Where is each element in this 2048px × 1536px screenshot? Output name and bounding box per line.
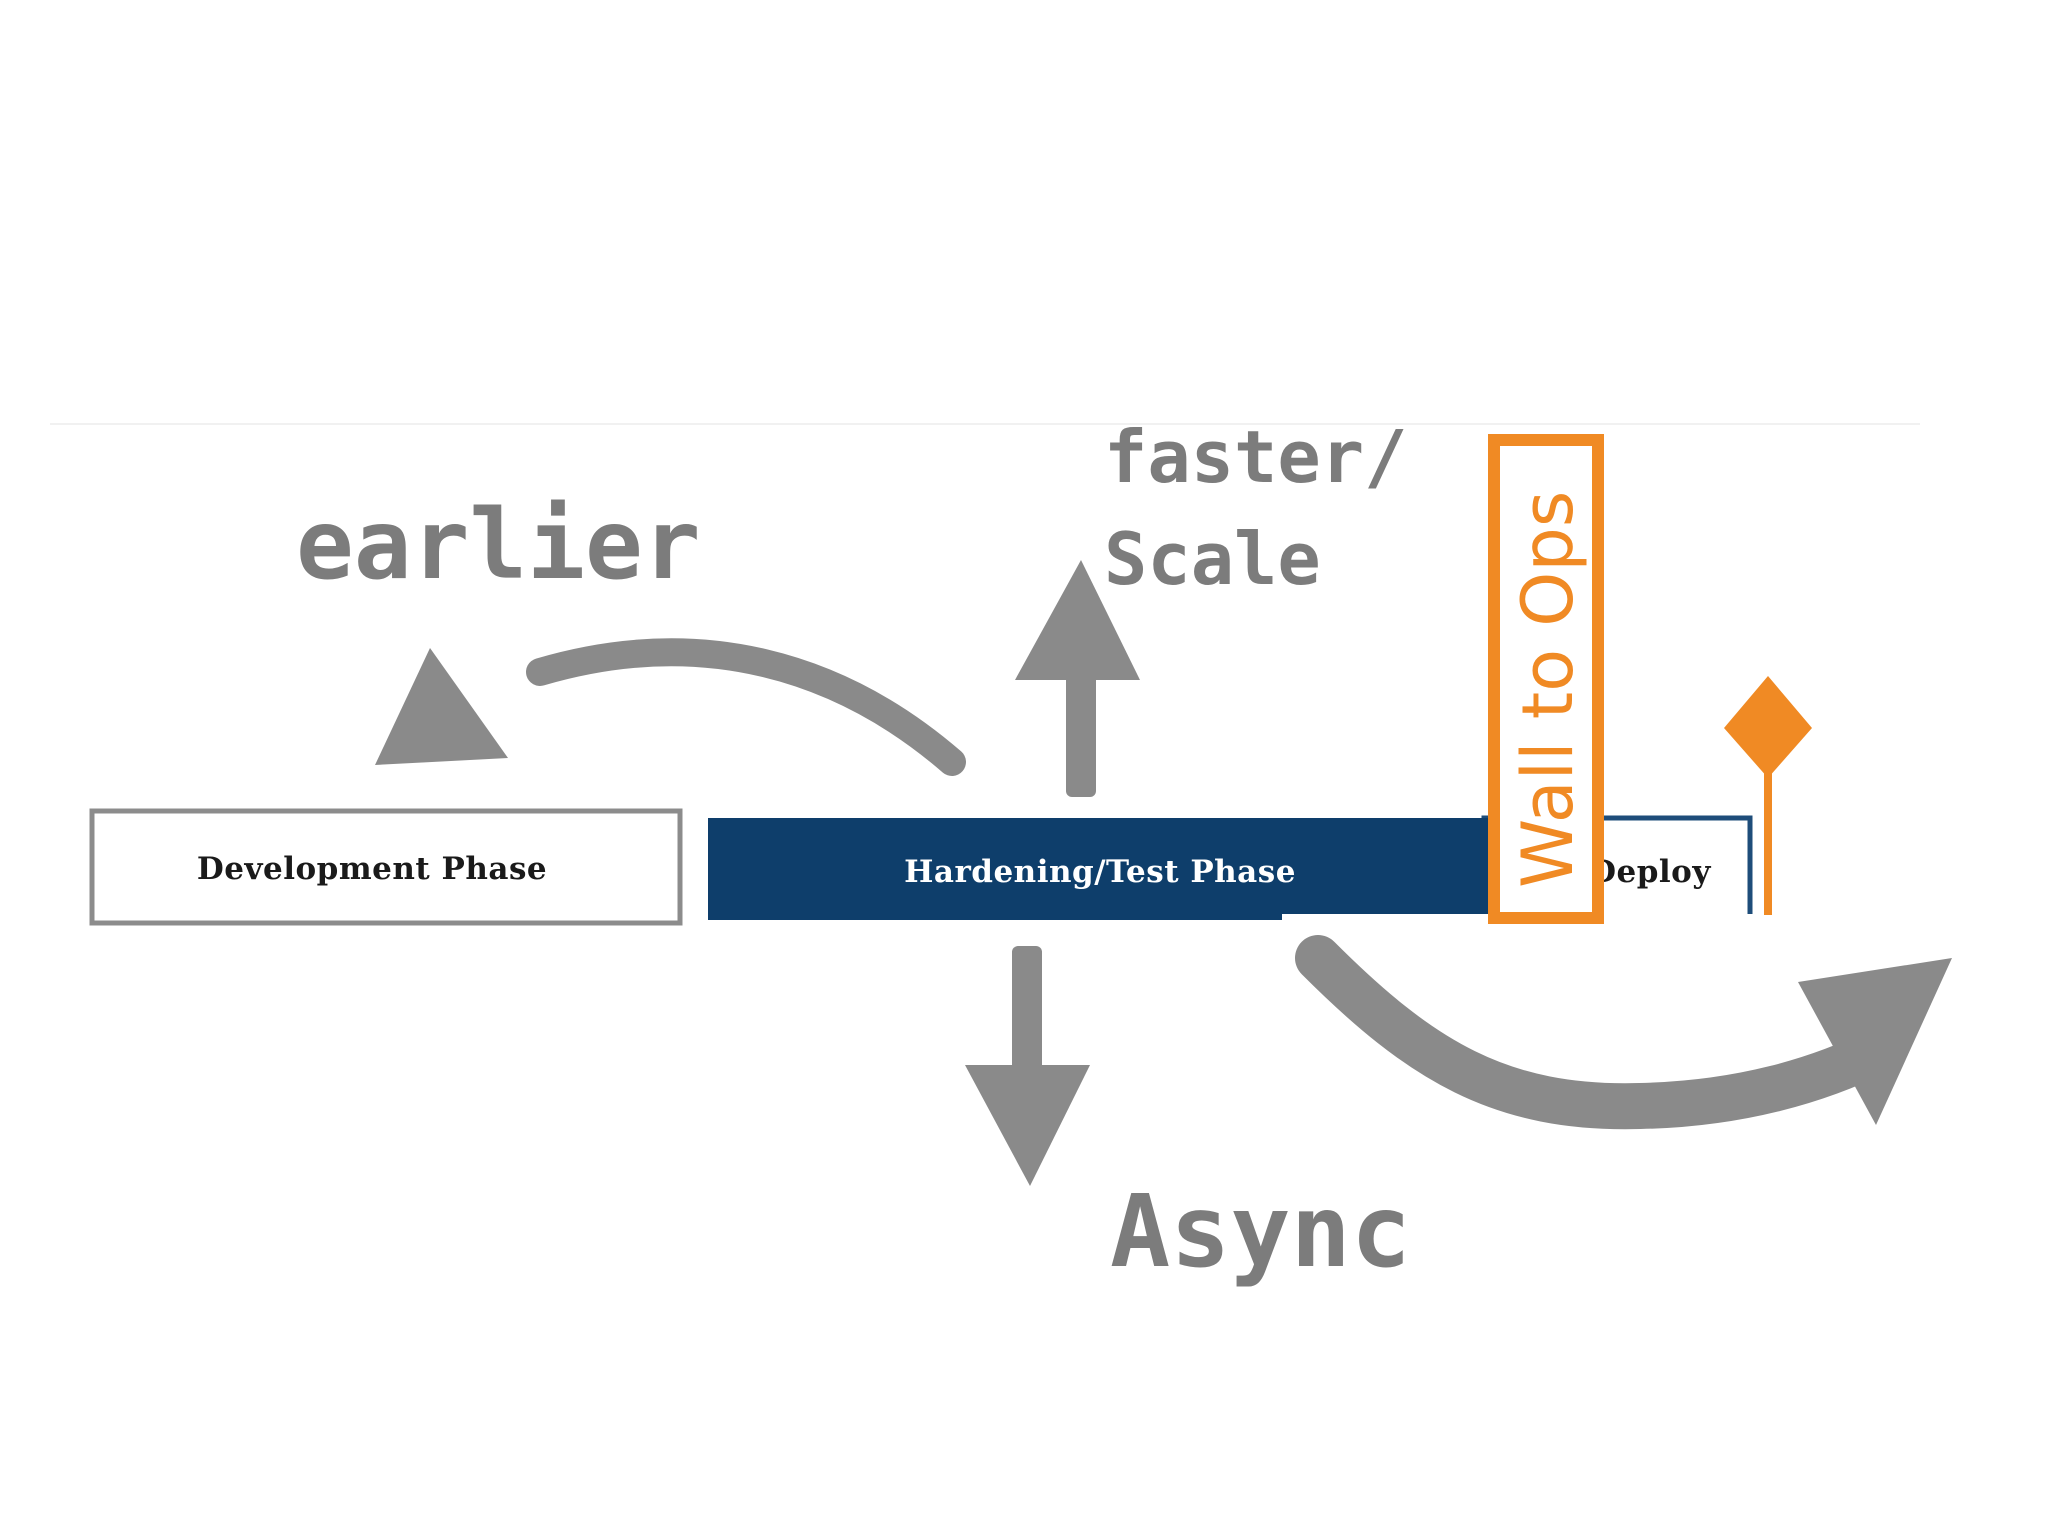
deploy-phase-label: Deploy (1589, 854, 1711, 890)
faster-scale-arrow (1015, 560, 1140, 797)
wall-to-ops-label: Wall to Ops (1507, 491, 1589, 888)
earlier-label: earlier (296, 489, 701, 601)
earlier-arrow (375, 638, 966, 776)
async-arrow (965, 946, 1090, 1186)
faster-label: faster/ (1104, 415, 1407, 499)
right-curved-arrow (1295, 935, 1952, 1130)
wall-to-ops: Wall to Ops (1488, 434, 1604, 924)
async-label: Async (1110, 1173, 1411, 1290)
development-phase-label: Development Phase (197, 851, 547, 887)
deploy-flag (1724, 676, 1812, 915)
scale-label: Scale (1104, 517, 1321, 601)
development-phase-box: Development Phase (89, 808, 683, 926)
hardening-phase-label: Hardening/Test Phase (904, 854, 1296, 890)
hardening-phase-box: Hardening/Test Phase (708, 818, 1500, 920)
